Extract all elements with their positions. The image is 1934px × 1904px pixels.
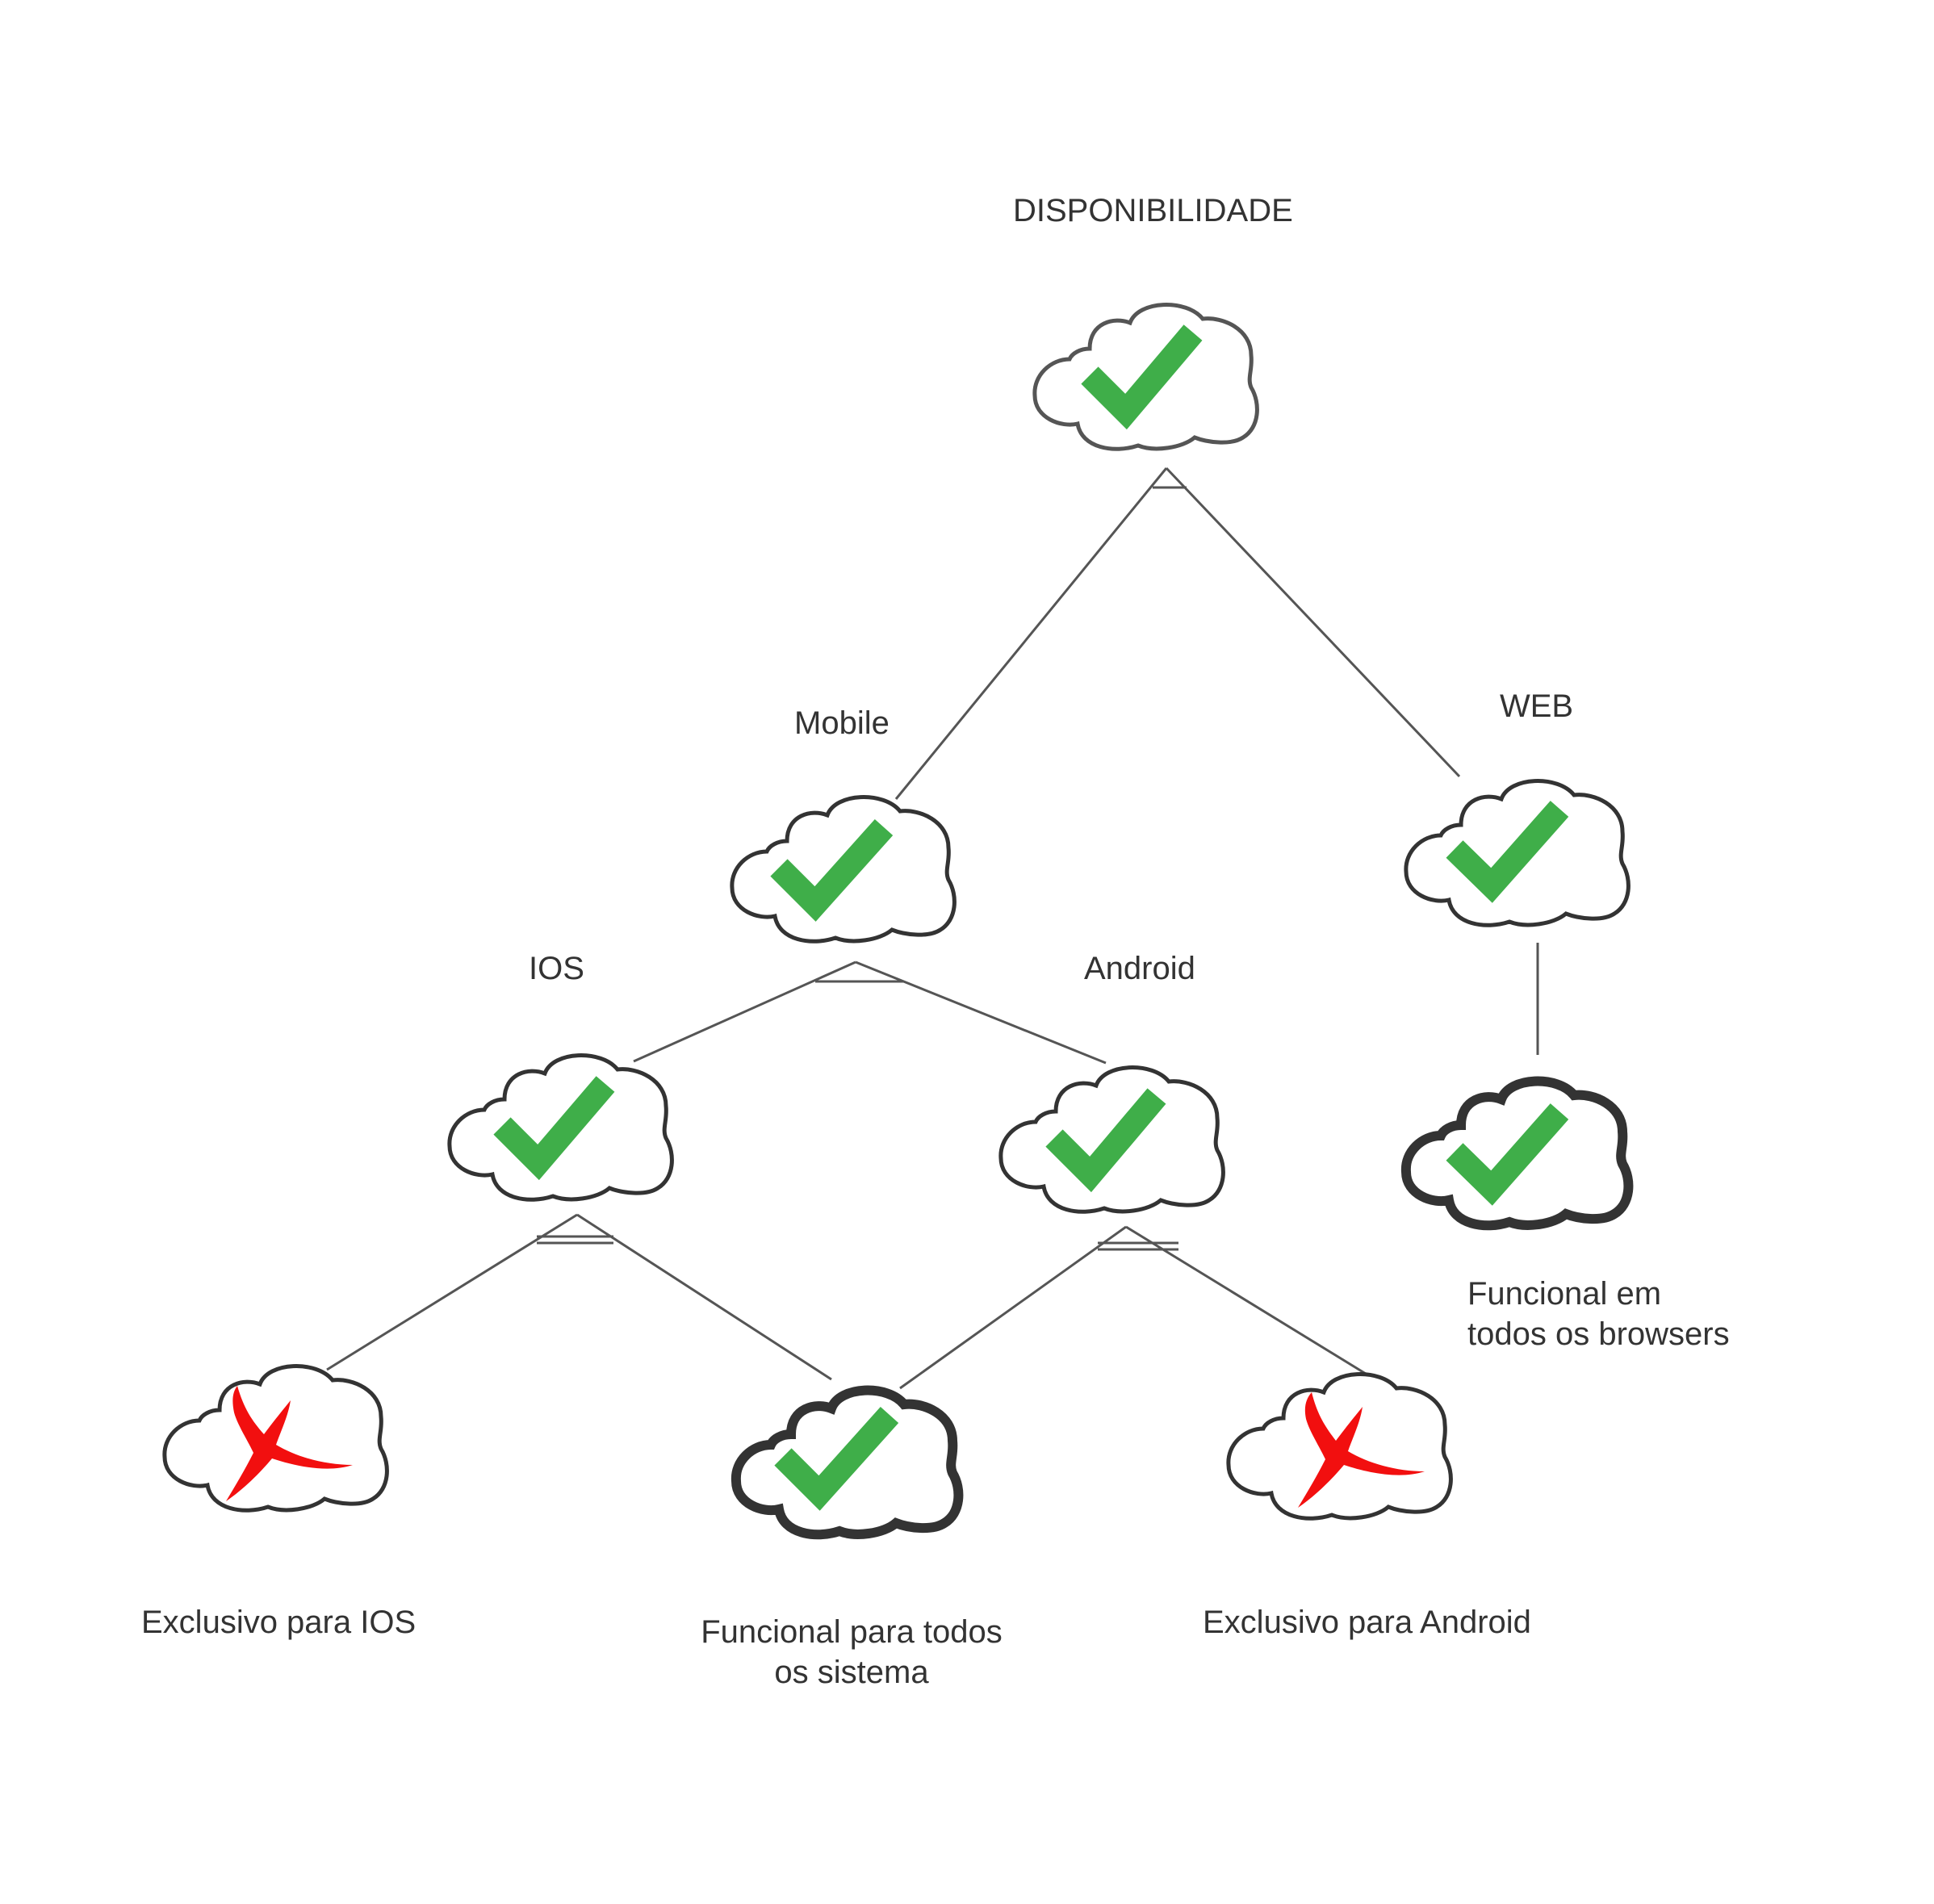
label-all-systems: Funcional para todos os sistema [690,1612,1013,1693]
label-android: Android [1084,951,1195,986]
checkmark-icon [1446,801,1569,903]
label-android-only: Exclusivo para Android [1203,1605,1531,1640]
label-ios: IOS [529,951,584,986]
node-ios [450,1056,672,1200]
edge-ios-all-systems [576,1213,832,1381]
cross-icon [1298,1392,1425,1508]
checkmark-icon [493,1076,615,1181]
edge-mobile-android [855,960,1107,1065]
node-web-leaf [1406,1082,1629,1226]
label-disponibilidade: DISPONIBILIDADE [1013,193,1293,228]
edge-android-android-only [1125,1225,1377,1382]
checkmark-icon [770,818,894,922]
node-mobile [732,797,955,942]
checkmark-icon [774,1406,899,1511]
label-web-leaf: Funcional em todos os browsers [1467,1274,1730,1354]
node-web [1406,781,1629,926]
label-web-leaf-line2: todos os browsers [1467,1316,1730,1352]
label-ios-only: Exclusivo para IOS [141,1605,417,1640]
edge-mobile-ios [633,960,856,1063]
edges [326,467,1539,1390]
checkmark-icon [1081,324,1203,430]
label-web: WEB [1500,688,1574,724]
node-android-only [1229,1375,1451,1519]
cross-icon [226,1386,353,1501]
edge-root-web [1165,467,1461,778]
node-root [1035,305,1258,450]
label-all-systems-line2: os sistema [774,1655,929,1690]
node-ios-only [165,1366,387,1511]
node-android [1001,1068,1224,1212]
checkmark-icon [1045,1088,1166,1193]
node-all-systems [736,1391,959,1535]
edge-android-all-systems [899,1225,1127,1390]
edge-root-mobile [894,467,1168,800]
checkmark-icon [1446,1103,1569,1206]
edge-ios-ios-only [326,1213,578,1371]
label-web-leaf-line1: Funcional em [1467,1276,1662,1312]
label-all-systems-line1: Funcional para todos [701,1614,1003,1650]
label-mobile: Mobile [794,705,890,741]
